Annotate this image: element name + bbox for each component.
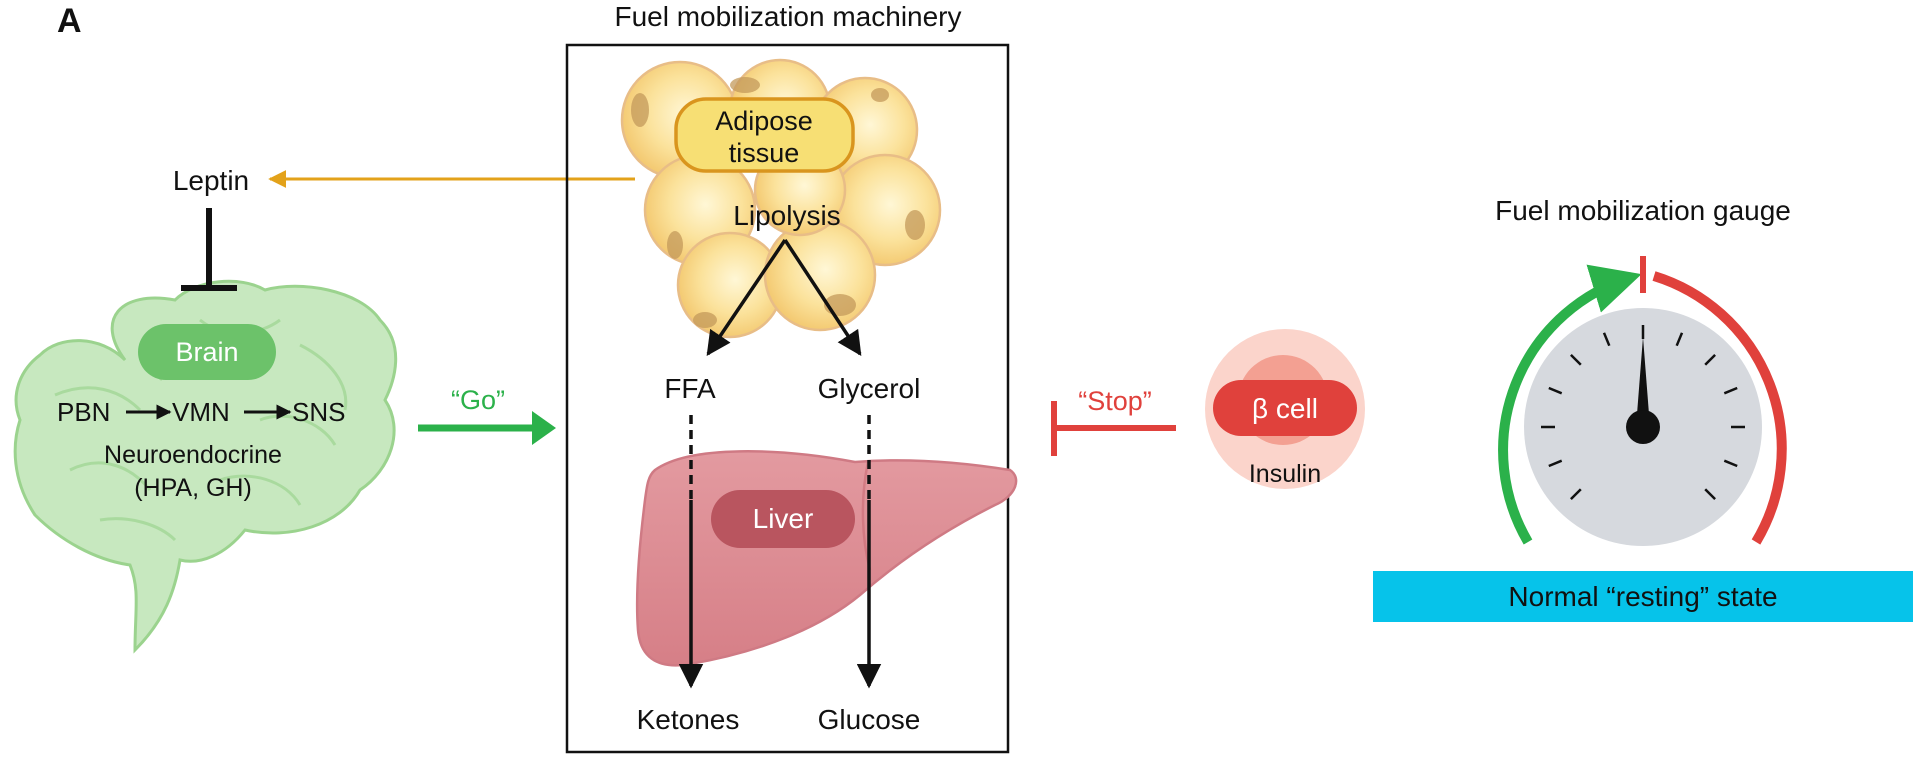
gauge-tick bbox=[1675, 332, 1684, 347]
glycerol-label: Glycerol bbox=[818, 373, 921, 404]
machinery-title: Fuel mobilization machinery bbox=[614, 1, 961, 32]
gauge-tick bbox=[1570, 488, 1582, 500]
panel-letter: A bbox=[57, 2, 82, 40]
leptin-label: Leptin bbox=[173, 165, 249, 196]
beta-cell-pill bbox=[1213, 380, 1357, 436]
gauge-ticks bbox=[1541, 325, 1745, 500]
go-arrow-head bbox=[532, 411, 556, 445]
gauge-arc-go bbox=[1498, 264, 1642, 545]
gauge-tick bbox=[1723, 459, 1738, 468]
gauge-tick bbox=[1570, 354, 1582, 366]
gauge-tick bbox=[1704, 354, 1716, 366]
gauge-tick bbox=[1602, 332, 1611, 347]
hpa-gh-label: (HPA, GH) bbox=[134, 474, 252, 502]
lipolysis-to-ffa-arrow bbox=[706, 239, 787, 357]
gauge-hub bbox=[1626, 410, 1660, 444]
stop-label: “Stop” bbox=[1078, 386, 1152, 416]
gauge-arc-stop bbox=[1652, 271, 1787, 545]
brain-label: Brain bbox=[175, 337, 238, 367]
gauge-title: Fuel mobilization gauge bbox=[1495, 195, 1791, 226]
adipose-pill bbox=[674, 97, 855, 173]
brain-pill bbox=[138, 324, 276, 380]
beta-cell-label: β cell bbox=[1252, 393, 1318, 424]
state-label: Normal “resting” state bbox=[1508, 581, 1777, 612]
glucose-label: Glucose bbox=[818, 704, 921, 735]
liver-pill bbox=[711, 490, 855, 548]
state-banner bbox=[1373, 571, 1913, 622]
go-label: “Go” bbox=[451, 385, 505, 415]
lipolysis-label: Lipolysis bbox=[733, 200, 840, 231]
ketones-label: Ketones bbox=[637, 704, 740, 735]
gauge-needle bbox=[1636, 337, 1650, 427]
lipolysis-to-glycerol-arrow bbox=[783, 239, 862, 357]
adipose-label-line2: tissue bbox=[729, 138, 800, 168]
liver-label: Liver bbox=[753, 503, 814, 534]
sns-label: SNS bbox=[292, 397, 345, 427]
fuel-mobilization-gauge bbox=[1498, 256, 1787, 546]
gauge-tick bbox=[1548, 459, 1563, 468]
machinery-box bbox=[565, 43, 1010, 754]
vmn-label: VMN bbox=[172, 397, 230, 427]
gauge-tick bbox=[1723, 386, 1738, 395]
adipose-label-line1: Adipose bbox=[715, 106, 813, 136]
pbn-label: PBN bbox=[57, 397, 110, 427]
gauge-tick bbox=[1548, 386, 1563, 395]
neuroendocrine-label: Neuroendocrine bbox=[104, 441, 282, 469]
insulin-label: Insulin bbox=[1249, 460, 1321, 488]
gauge-tick bbox=[1704, 488, 1716, 500]
liver-illustration bbox=[635, 450, 1018, 667]
ffa-label: FFA bbox=[664, 373, 716, 404]
